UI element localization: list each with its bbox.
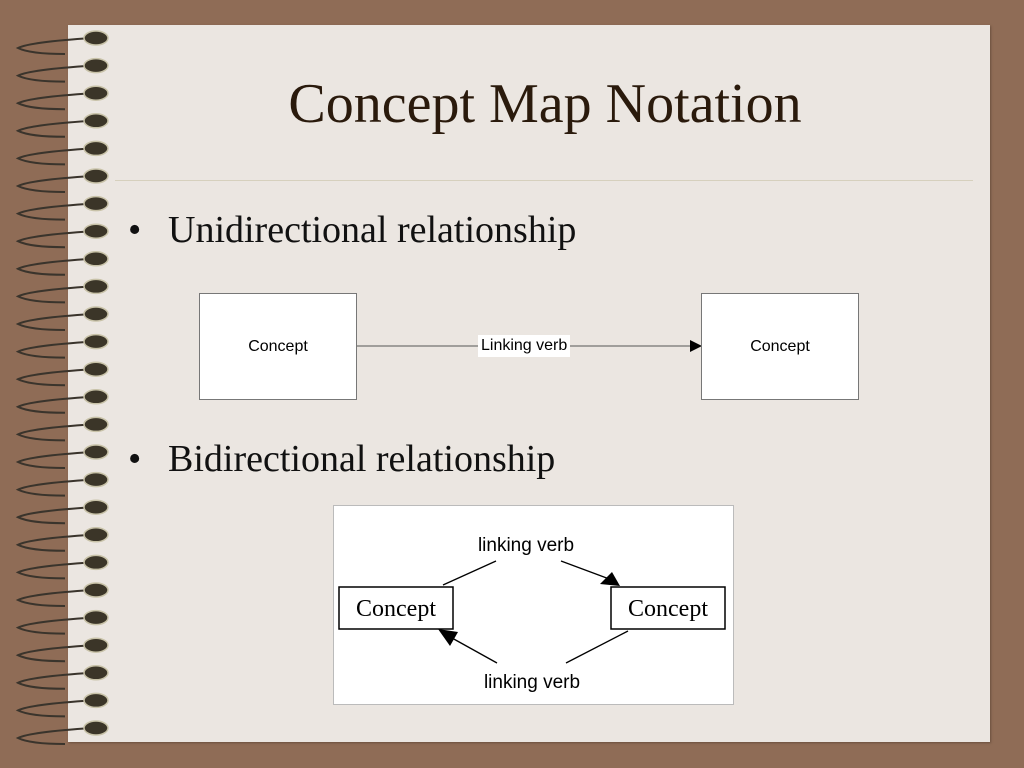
spiral-ring-icon [15, 589, 93, 607]
spiral-hole-icon [83, 140, 109, 157]
arrowhead-icon [600, 572, 620, 586]
spiral-ring-icon [15, 368, 93, 387]
arrowhead-icon [690, 340, 702, 352]
spiral-ring-icon [15, 451, 93, 469]
spiral-hole-icon [83, 278, 109, 295]
bullet-text: Bidirectional relationship [168, 438, 556, 480]
linking-verb-label: Linking verb [478, 335, 571, 357]
spiral-ring-icon [15, 616, 93, 635]
spiral-ring-icon [15, 230, 93, 249]
spiral-ring-icon [15, 506, 93, 525]
spiral-ring-icon [15, 340, 93, 359]
spiral-hole-icon [83, 251, 109, 267]
bi-top-label: linking verb [478, 535, 574, 556]
spiral-ring-icon [15, 147, 93, 166]
spiral-binding [15, 30, 109, 745]
bullet-bidirectional: • Bidirectional relationship [128, 437, 555, 481]
spiral-hole-icon [83, 168, 109, 184]
bi-concept-right: Concept [628, 596, 708, 622]
spiral-hole-icon [83, 333, 109, 350]
spiral-hole-icon [83, 665, 109, 681]
bullet-unidirectional: • Unidirectional relationship [128, 208, 576, 252]
spiral-hole-icon [83, 499, 109, 515]
spiral-ring-icon [15, 395, 93, 414]
bi-concept-left: Concept [356, 596, 436, 622]
spiral-ring-icon [15, 175, 93, 193]
title-divider [115, 180, 973, 181]
spiral-ring-icon [15, 92, 93, 111]
spiral-hole-icon [83, 582, 109, 598]
spiral-hole-icon [83, 85, 109, 101]
spiral-hole-icon [83, 471, 109, 488]
bullet-icon: • [128, 209, 142, 251]
spiral-ring-icon [15, 37, 93, 55]
spiral-hole-icon [83, 195, 109, 212]
concept-box-left: Concept [199, 293, 357, 400]
spiral-hole-icon [83, 720, 109, 736]
concept-box-right: Concept [701, 293, 859, 400]
spiral-hole-icon [83, 609, 109, 626]
spiral-hole-icon [83, 637, 109, 653]
spiral-hole-icon [83, 554, 109, 571]
spiral-ring-icon [15, 202, 93, 221]
arrowhead-icon [438, 629, 458, 646]
bullet-icon: • [128, 438, 142, 480]
spiral-ring-icon [15, 423, 93, 442]
spiral-ring-icon [15, 699, 93, 718]
slide-title: Concept Map Notation [288, 73, 802, 135]
spiral-hole-icon [83, 57, 109, 74]
spiral-hole-icon [83, 113, 109, 129]
spiral-hole-icon [83, 527, 109, 543]
spiral-ring-icon [15, 644, 93, 663]
spiral-hole-icon [83, 306, 109, 322]
spiral-hole-icon [83, 692, 109, 709]
spiral-ring-icon [15, 533, 93, 552]
spiral-hole-icon [83, 389, 109, 405]
bullet-text: Unidirectional relationship [168, 209, 577, 251]
spiral-hole-icon [83, 416, 109, 433]
spiral-ring-icon [15, 313, 93, 331]
bi-bottom-label: linking verb [484, 672, 580, 693]
spiral-hole-icon [83, 361, 109, 377]
spiral-ring-icon [15, 119, 93, 138]
spiral-hole-icon [83, 444, 109, 460]
spiral-ring-icon [15, 285, 93, 304]
spiral-ring-icon [15, 257, 93, 276]
spiral-ring-icon [15, 727, 93, 745]
spiral-ring-icon [15, 561, 93, 580]
spiral-ring-icon [15, 671, 93, 690]
spiral-ring-icon [15, 478, 93, 497]
spiral-hole-icon [83, 223, 109, 239]
spiral-ring-icon [15, 64, 93, 83]
spiral-hole-icon [83, 30, 109, 46]
